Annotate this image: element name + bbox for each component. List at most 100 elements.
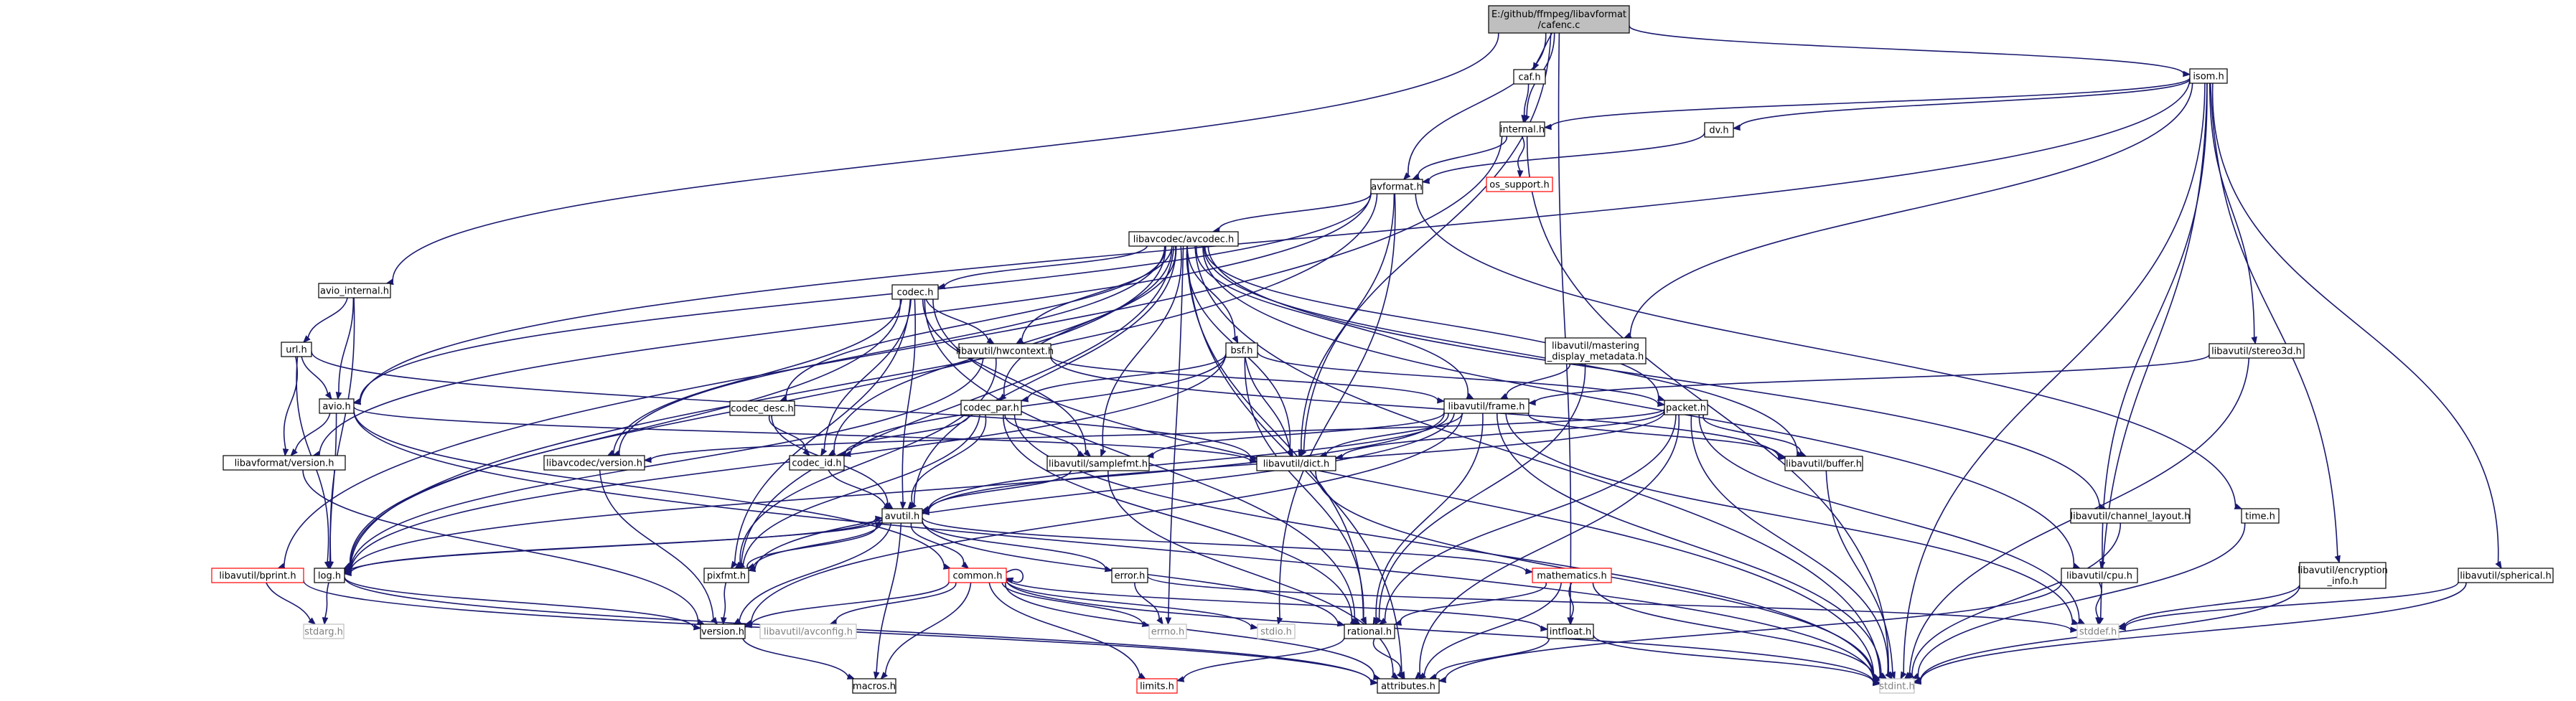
arrowhead [899,502,907,510]
node-avformat[interactable]: avformat.h [1370,179,1423,194]
edge-rational-to-attributes [1372,638,1404,680]
node-box [1370,179,1423,194]
node-encryption[interactable]: libavutil/encryption_info.h [2298,562,2388,589]
node-lavc-version[interactable]: libavcodec/version.h [543,455,645,471]
node-avio[interactable]: avio.h [319,398,355,414]
node-codec-desc[interactable]: codec_desc.h [729,400,795,416]
node-stereo3d[interactable]: libavutil/stereo3d.h [2209,343,2305,359]
edge-line [1006,578,1874,684]
node-url[interactable]: url.h [281,342,312,357]
node-avcodec[interactable]: libavcodec/avcodec.h [1128,231,1239,247]
node-box [759,624,857,639]
arrowhead [322,617,329,626]
edge-frame-to-stddef [1505,413,2080,625]
node-os-support[interactable]: os_support.h [1486,177,1553,192]
node-cpu[interactable]: libavutil/cpu.h [2061,568,2138,583]
node-avconfig[interactable]: libavutil/avconfig.h [759,624,857,639]
arrowhead [1415,672,1423,679]
arrowhead [1287,448,1293,458]
node-dv[interactable]: dv.h [1704,122,1734,138]
node-bsf[interactable]: bsf.h [1225,342,1258,358]
edge-codec_par-to-avutil [907,414,987,510]
edge-line [344,577,695,628]
node-bprint[interactable]: libavutil/bprint.h [211,568,304,583]
node-label: libavutil/hwcontext.h [956,347,1054,357]
node-stdio[interactable]: stdio.h [1257,624,1296,639]
node-attributes[interactable]: attributes.h [1377,678,1440,694]
arrowhead [746,563,755,570]
arrowhead [1370,679,1379,685]
node-lavf-version[interactable]: libavformat/version.h [223,455,346,471]
node-stdint[interactable]: stdint.h [1879,678,1915,694]
edge-line [1050,357,1779,458]
edge-codec_id-to-avutil [828,469,892,509]
node-codec[interactable]: codec.h [891,284,939,300]
node-box [729,400,795,416]
edge-line [932,298,1875,677]
node-common[interactable]: common.h [948,568,1007,583]
node-internal[interactable]: internal.h [1499,121,1545,137]
arrowhead [1657,400,1666,408]
node-codec-id[interactable]: codec_id.h [789,455,845,471]
edge-line [294,413,331,451]
node-version[interactable]: version.h [700,624,746,639]
edge-line [1004,414,1079,453]
node-box [2209,343,2305,359]
arrowhead [1402,172,1411,180]
arrowhead [1393,619,1402,626]
node-log[interactable]: log.h [314,568,345,583]
node-stddef[interactable]: stddef.h [2076,624,2120,639]
arrowhead [1732,124,1741,131]
edge-frame-to-samplefmt [1146,412,1445,458]
edge-avio-to-stdint [353,409,1881,685]
node-dict[interactable]: libavutil/dict.h [1256,456,1336,471]
arrowhead [1421,177,1430,184]
edge-line [1203,245,1798,455]
node-buffer[interactable]: libavutil/buffer.h [1784,456,1863,471]
arrowhead [1437,397,1446,404]
node-box [1443,398,1530,414]
node-mathematics[interactable]: mathematics.h [1532,568,1612,583]
arrowhead [986,337,995,344]
node-box [319,398,355,414]
arrowhead [2070,626,2079,634]
node-rational[interactable]: rational.h [1344,624,1395,639]
node-errno[interactable]: errno.h [1148,624,1187,639]
node-intfloat[interactable]: intfloat.h [1547,624,1594,639]
node-hwcontext[interactable]: libavutil/hwcontext.h [956,343,1054,359]
node-root[interactable]: E:/github/ffmpeg/libavformat/cafenc.c [1488,5,1630,34]
node-stdarg[interactable]: stdarg.h [303,624,345,639]
node-avio-internal[interactable]: avio_internal.h [318,283,391,298]
node-codec-par[interactable]: codec_par.h [960,400,1022,415]
node-samplefmt[interactable]: libavutil/samplefmt.h [1046,456,1150,471]
node-pixfmt[interactable]: pixfmt.h [703,568,749,583]
node-packet[interactable]: packet.h [1664,400,1708,415]
node-frame[interactable]: libavutil/frame.h [1443,398,1530,414]
edge-bsf-to-packet [1257,352,1666,408]
node-error[interactable]: error.h [1111,568,1148,583]
node-label: libavutil/avconfig.h [764,627,853,638]
node-caf[interactable]: caf.h [1513,69,1546,85]
arrowhead [2334,555,2341,564]
node-box [958,343,1052,359]
node-macros[interactable]: macros.h [852,678,896,694]
arrowhead [282,448,289,457]
edge-log-to-version [344,577,702,631]
node-box [1344,624,1395,639]
edge-line [739,522,892,621]
edge-line [1415,193,2237,507]
edge-avformat-to-log [343,193,1378,571]
arrowhead [1540,625,1549,632]
edge-line [1218,192,1372,231]
node-time[interactable]: time.h [2241,508,2280,524]
edge-log-to-stdarg [322,582,329,626]
node-avutil[interactable]: avutil.h [881,508,923,524]
node-spherical[interactable]: libavutil/spherical.h [2458,568,2554,583]
node-box [1377,678,1440,694]
edge-line [922,298,1087,452]
node-channel-layout[interactable]: libavutil/channel_layout.h [2070,508,2191,524]
edge-mathematics-to-intfloat [1568,582,1574,626]
node-isom[interactable]: isom.h [2189,68,2228,84]
node-mastering[interactable]: libavutil/mastering_display_metadata.h [1545,337,1647,364]
node-limits[interactable]: limits.h [1136,678,1178,694]
